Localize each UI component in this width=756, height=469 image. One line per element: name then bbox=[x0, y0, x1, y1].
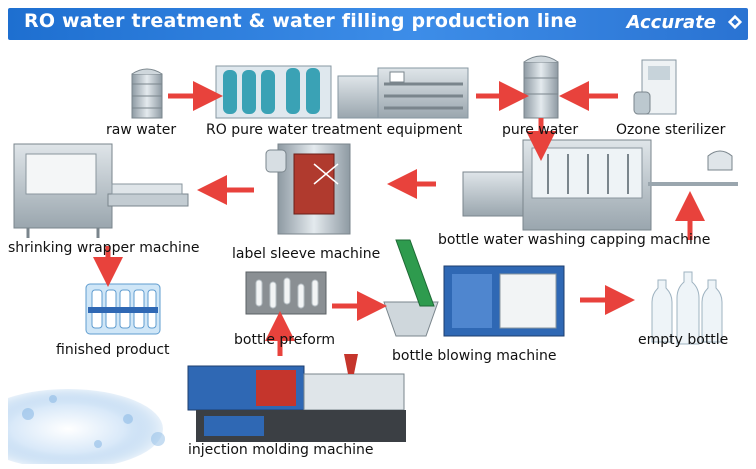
page-title: RO water treatment & water filling produ… bbox=[24, 10, 578, 32]
shrink-wrapper-machine bbox=[13, 143, 189, 238]
ozone-sterilizer-unit bbox=[633, 59, 677, 115]
label-raw-water: raw water bbox=[106, 122, 177, 138]
label-empty-bottle: empty bottle bbox=[638, 332, 729, 348]
label-finished-product: finished product bbox=[56, 342, 170, 358]
pure-water-tank bbox=[523, 55, 559, 119]
washing-capping-machine-graphic bbox=[462, 139, 738, 231]
header: RO water treatment & water filling produ… bbox=[0, 0, 756, 44]
finished-product-pack bbox=[85, 283, 161, 335]
empty-bottles-graphic bbox=[651, 271, 723, 345]
brand-name: Accurate bbox=[626, 12, 716, 33]
raw-water-tank bbox=[131, 68, 163, 119]
label-bottle-blowing: bottle blowing machine bbox=[392, 348, 557, 364]
flow-arrows bbox=[93, 81, 705, 356]
water-splash-decoration bbox=[8, 389, 165, 464]
bottle-blowing-machine-graphic bbox=[383, 239, 565, 337]
diagram-graphics bbox=[8, 55, 738, 464]
label-shrink-wrapper: shrinking wrapper machine bbox=[8, 240, 200, 256]
injection-molding-machine-graphic bbox=[187, 354, 406, 442]
label-label-sleeve: label sleeve machine bbox=[232, 246, 381, 262]
diagram-stage: raw water RO pure water treatment equipm… bbox=[8, 44, 748, 464]
bottle-preform-graphic bbox=[245, 271, 327, 315]
label-ozone-sterilizer: Ozone sterilizer bbox=[616, 122, 726, 138]
header-bar bbox=[8, 8, 748, 40]
ro-treatment-equipment bbox=[215, 65, 469, 119]
label-sleeve-machine-graphic bbox=[265, 143, 351, 235]
label-washing-capping: bottle water washing capping machine bbox=[438, 232, 711, 248]
label-ro-equipment: RO pure water treatment equipment bbox=[206, 122, 463, 138]
diamond-logo-icon bbox=[727, 14, 743, 30]
label-injection-molding: injection molding machine bbox=[188, 442, 374, 458]
label-pure-water: pure water bbox=[502, 122, 579, 138]
label-bottle-preform: bottle preform bbox=[234, 332, 335, 348]
